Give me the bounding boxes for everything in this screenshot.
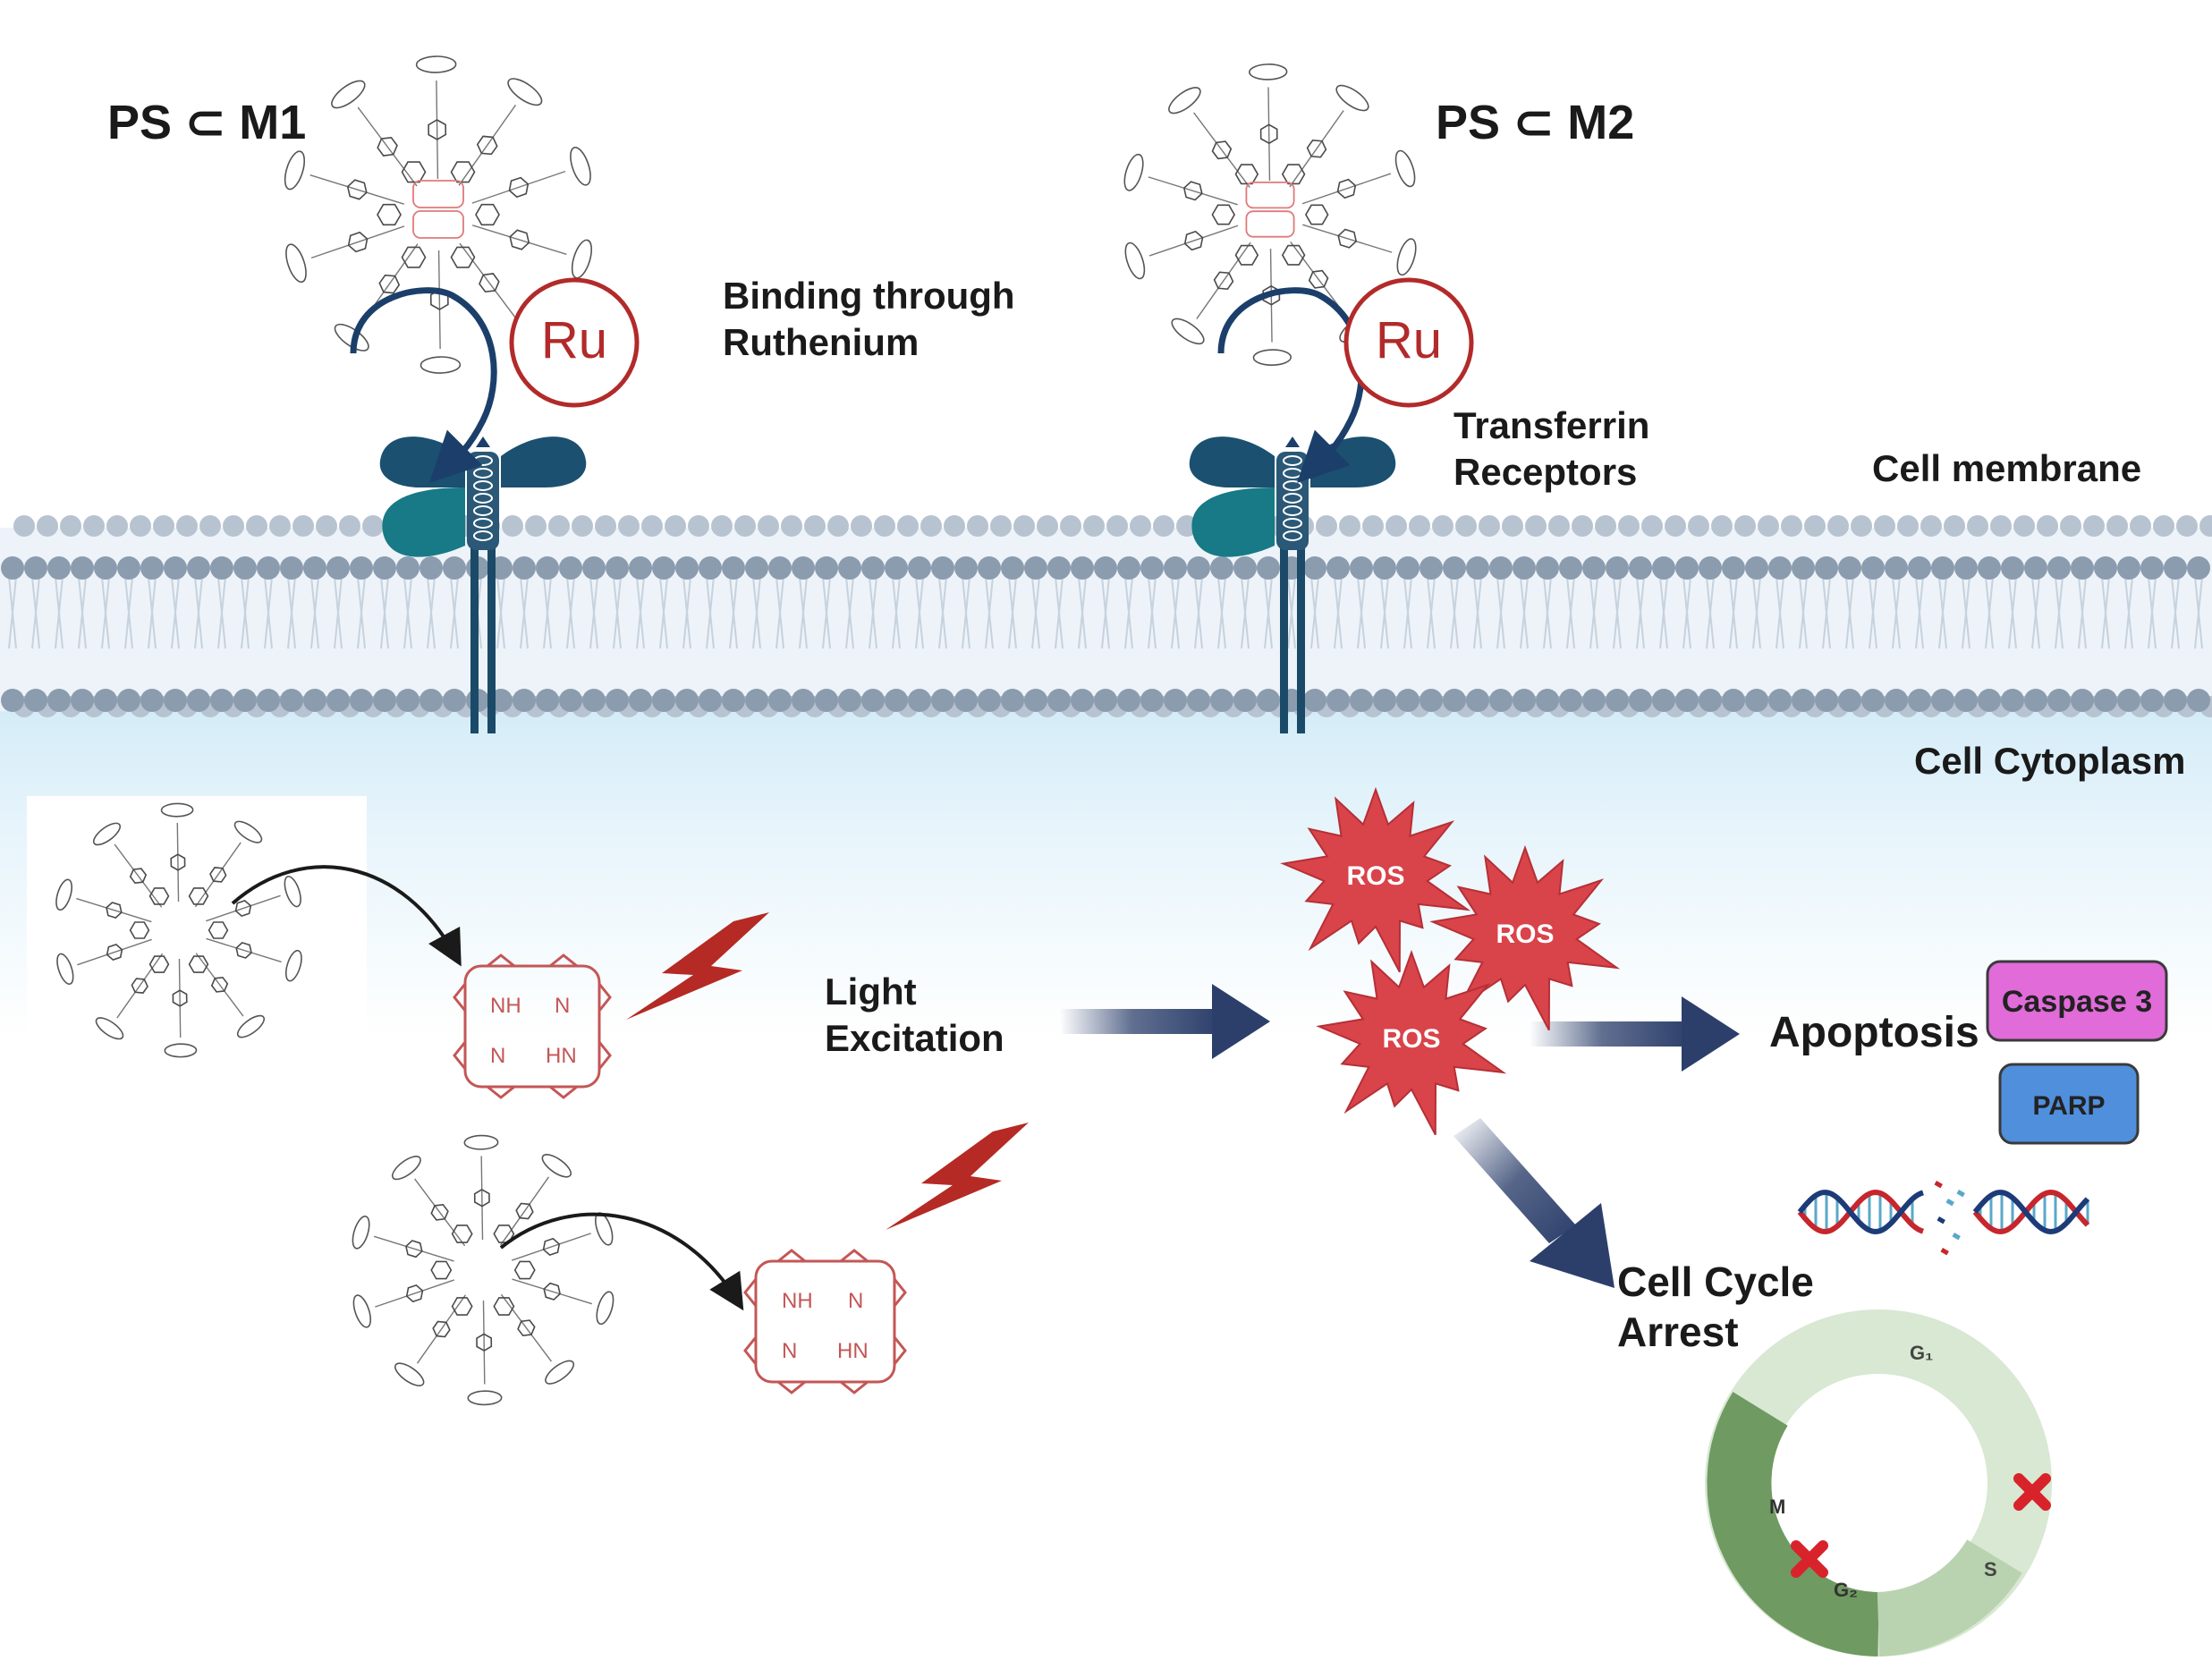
dna-damage-icon	[1797, 1181, 2090, 1256]
parp-box: PARP	[1998, 1063, 2140, 1145]
lightning-icon	[886, 1123, 1029, 1230]
molecular-cage-m2	[1123, 64, 1417, 366]
svg-text:Caspase 3: Caspase 3	[2002, 985, 2152, 1019]
ros-group: ROS ROS ROS	[1280, 786, 1621, 1136]
svg-text:N: N	[848, 1289, 863, 1313]
apoptosis-label: Apoptosis	[1769, 1009, 1979, 1056]
molecular-cages	[55, 55, 1417, 1406]
porphyrin-1: NH N N HN	[453, 953, 612, 1099]
svg-text:HN: HN	[837, 1339, 869, 1363]
arrow-light-to-ros	[1060, 984, 1270, 1059]
molecular-cage-m1	[284, 55, 593, 374]
caspase-box: Caspase 3	[1986, 960, 2168, 1042]
lightning-icon	[626, 912, 769, 1020]
ru-label-m2: Ru	[1376, 311, 1442, 369]
complex-m1-title: PS ⊂ M1	[107, 96, 307, 149]
ros-burst: ROS	[1280, 786, 1471, 973]
complex-m2-title: PS ⊂ M2	[1436, 96, 1635, 149]
ru-binding-m2: Ru	[1217, 277, 1474, 483]
svg-text:G₂: G₂	[1834, 1579, 1858, 1601]
svg-text:N: N	[782, 1339, 797, 1363]
svg-text:N: N	[490, 1044, 505, 1068]
photosensitizer-release-2	[499, 1212, 744, 1311]
ru-binding-m1: Ru	[350, 277, 640, 483]
svg-text:N: N	[555, 994, 570, 1018]
ros-burst: ROS	[1316, 949, 1507, 1136]
svg-text:HN: HN	[546, 1044, 577, 1068]
transferrin-receptor-icon	[1189, 436, 1396, 733]
molecule-backdrop	[27, 796, 367, 1047]
ros-label: ROS	[1496, 919, 1554, 949]
arrow-ros-to-apoptosis	[1530, 996, 1740, 1072]
svg-text:S: S	[1984, 1558, 1997, 1580]
svg-text:M: M	[1769, 1496, 1785, 1518]
ros-label: ROS	[1382, 1024, 1440, 1054]
photosensitizer-release-1	[231, 865, 462, 967]
cell-cycle-diagram: G₁ S G₂ M	[1705, 1309, 2052, 1657]
ros-label: ROS	[1346, 861, 1404, 891]
svg-text:NH: NH	[782, 1289, 813, 1313]
svg-text:G₁: G₁	[1910, 1342, 1933, 1364]
block-x-icon	[1791, 1540, 1828, 1578]
cell-membrane-label: Cell membrane	[1872, 447, 2142, 489]
molecular-cage-cytoplasm-1	[55, 802, 302, 1058]
porphyrin-2: NH N N HN	[743, 1249, 907, 1394]
block-x-icon	[2013, 1473, 2051, 1511]
svg-text:PARP: PARP	[2032, 1091, 2105, 1121]
arrow-ros-to-cell-cycle	[1453, 1118, 1615, 1288]
cytoplasm-region	[0, 707, 2212, 1038]
svg-text:NH: NH	[490, 994, 521, 1018]
molecular-cage-cytoplasm-2	[352, 1134, 614, 1406]
ros-burst: ROS	[1429, 844, 1621, 1031]
cell-membrane-bilayer	[0, 515, 2212, 717]
cell-cytoplasm-label: Cell Cytoplasm	[1914, 740, 2186, 782]
ru-label-m1: Ru	[541, 311, 607, 369]
